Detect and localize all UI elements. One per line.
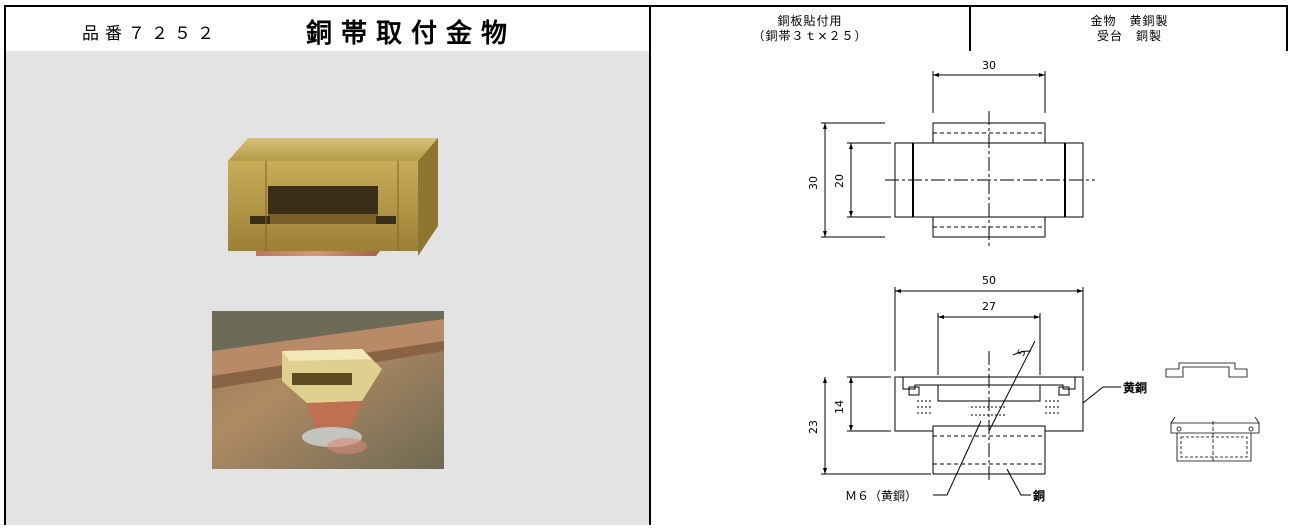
dim-side-height-outer: 23 (807, 420, 820, 434)
application-line-1: 銅板貼付用 (777, 14, 843, 28)
product-photo (228, 138, 438, 256)
title-cell: 品番７２５２ 銅帯取付金物 (6, 7, 651, 51)
installation-photo (212, 311, 444, 469)
material-line-1: 金物 黄銅製 (1090, 14, 1169, 28)
photo-panel (6, 51, 651, 525)
drawing-canvas: 30 30 (807, 59, 1260, 503)
label-screw: Ｍ６（黄銅） (845, 489, 917, 503)
dim-side-width: 50 (982, 274, 996, 287)
dim-angle: 5 (1016, 348, 1029, 359)
material-line-2: 受台 銅製 (1096, 29, 1162, 43)
dim-top-height-inner: 20 (833, 174, 846, 188)
application-line-2: （銅帯３ｔ×２５） (752, 29, 868, 43)
label-copper: 銅 (1032, 488, 1045, 503)
sketch-views (1165, 362, 1260, 463)
technical-drawing: 30 30 (651, 51, 1288, 525)
top-view: 30 30 (807, 59, 1095, 247)
label-brass: 黄銅 (1123, 380, 1147, 395)
part-name: 銅帯取付金物 (306, 19, 517, 49)
application-cell: 銅板貼付用 （銅帯３ｔ×２５） (651, 7, 971, 51)
material-cell: 金物 黄銅製 受台 銅製 (971, 7, 1288, 51)
dim-top-width: 30 (982, 59, 996, 72)
title-block: 品番７２５２ 銅帯取付金物 銅板貼付用 （銅帯３ｔ×２５） 金物 黄銅製 受台 … (6, 7, 1286, 53)
part-number: 品番７２５２ (82, 24, 220, 44)
dim-side-height-inner: 14 (833, 400, 846, 414)
dim-side-inner: 27 (982, 300, 996, 313)
drawing-sheet: 品番７２５２ 銅帯取付金物 銅板貼付用 （銅帯３ｔ×２５） 金物 黄銅製 受台 … (4, 5, 1288, 525)
dim-top-height-outer: 30 (807, 176, 820, 190)
side-view: 50 27 (807, 274, 1147, 503)
